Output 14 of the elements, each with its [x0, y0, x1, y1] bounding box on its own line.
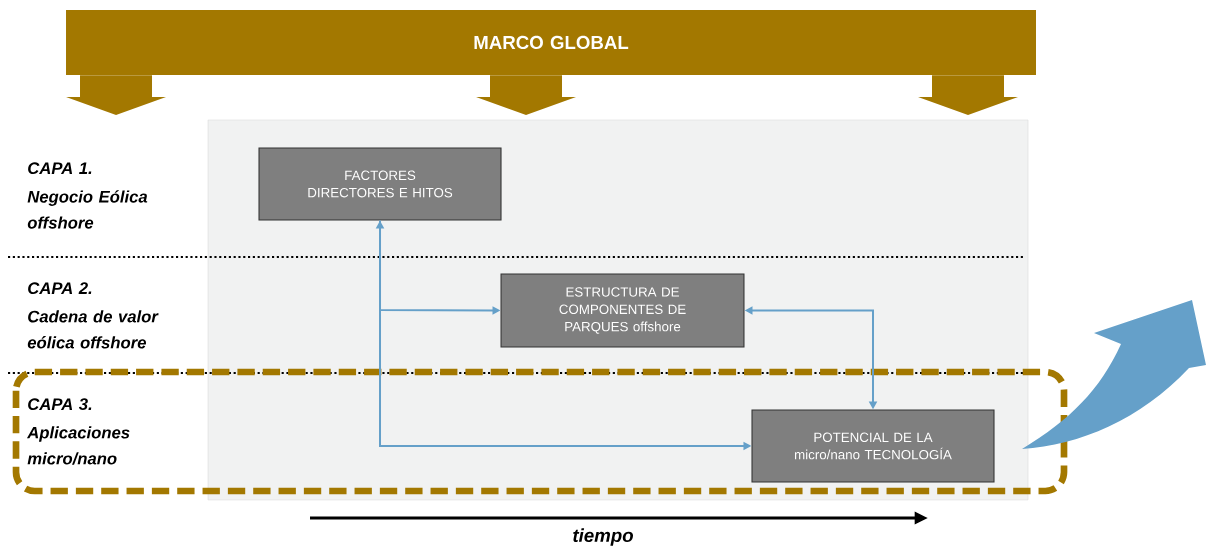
layer-label: Negocio Eólica offshore	[27, 190, 148, 229]
layer-label: CAPA 1.	[28, 162, 92, 175]
process-box: ESTRUCTURA DE COMPONENTES DE PARQUES offshore	[500, 273, 745, 348]
banner: MARCO GLOBAL	[66, 9, 1036, 76]
layer-label: CAPA 2.	[28, 282, 92, 295]
layer-label: Aplicaciones micro/nano	[26, 426, 130, 465]
block-arrow	[476, 75, 576, 115]
block-arrow	[66, 75, 166, 115]
process-box: POTENCIAL DE LA micro/nano TECNOLOGÍA	[751, 409, 995, 483]
layer-label: Cadena de valor eólica offshore	[27, 310, 159, 349]
process-box: FACTORES DIRECTORES E HITOS	[258, 147, 502, 221]
block-arrow	[918, 75, 1018, 115]
axis-label: tiempo	[573, 528, 633, 546]
layer-label: CAPA 3.	[28, 398, 92, 411]
